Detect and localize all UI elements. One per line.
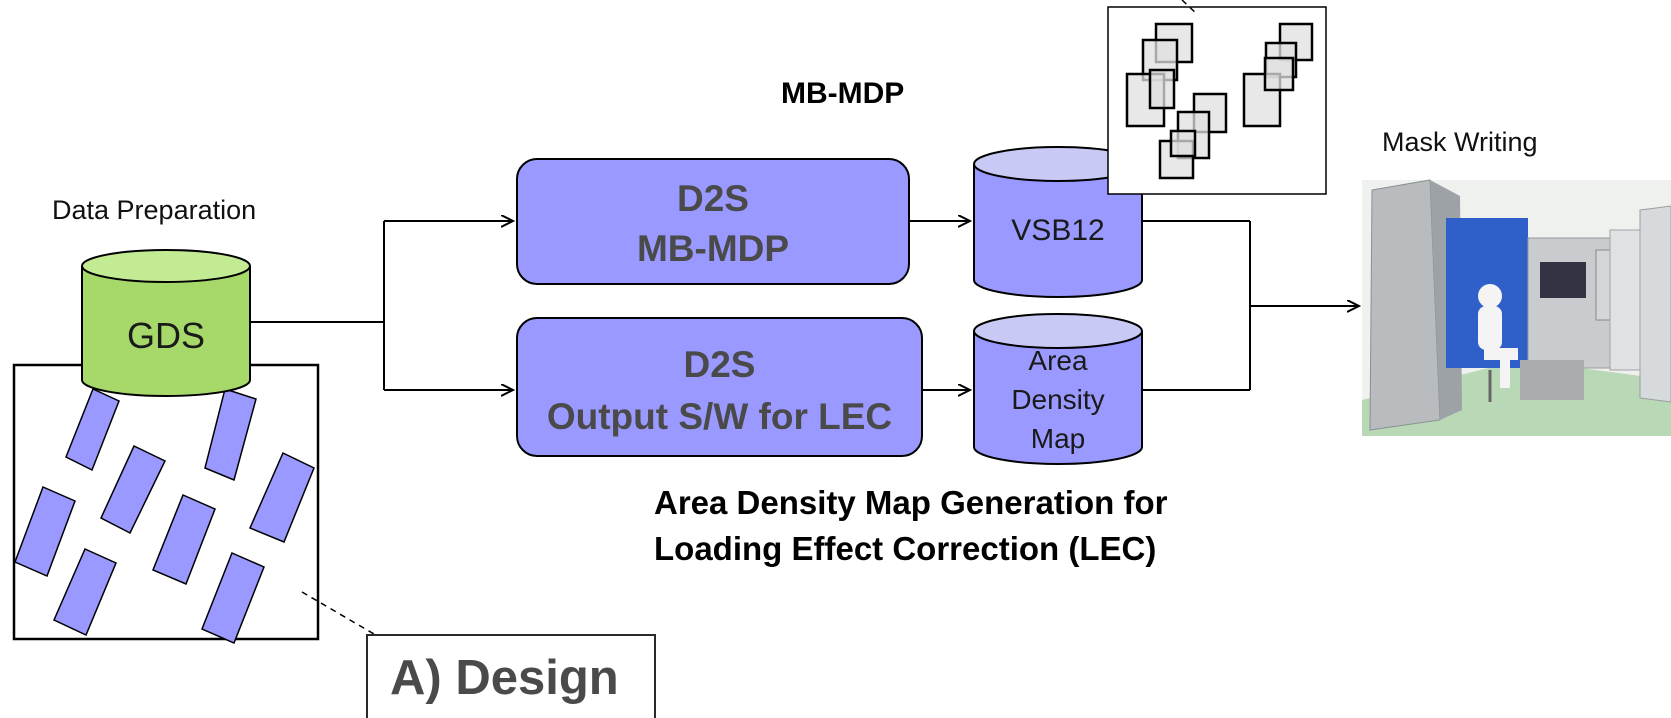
- design-label: A) Design: [366, 634, 656, 718]
- process-box-lec: [516, 317, 923, 457]
- pattern-rect: [65, 387, 120, 472]
- pattern-rect: [249, 451, 315, 543]
- mb-mdp-title: MB-MDP: [781, 77, 905, 110]
- box-bottom-line2: Output S/W for LEC: [546, 396, 893, 437]
- design-leader-line: [301, 591, 375, 635]
- design-pattern-shapes: [14, 387, 315, 644]
- density-label-line3: Map: [1030, 423, 1086, 454]
- density-cylinder: [973, 313, 1143, 465]
- box-bottom-line1: D2S: [683, 344, 756, 385]
- pattern-rect: [14, 485, 76, 578]
- gds-label: GDS: [126, 315, 205, 356]
- connector-lines: [250, 221, 1359, 390]
- vsb-shot-pattern: [1107, 0, 1327, 195]
- caption-line2: Loading Effect Correction (LEC): [654, 530, 1157, 567]
- box-top-line1: D2S: [677, 178, 749, 219]
- density-label-line2: Density: [1011, 384, 1105, 415]
- box-top-line2: MB-MDP: [636, 228, 790, 269]
- mask-writing-label: Mask Writing: [1382, 127, 1538, 157]
- gds-cylinder: [81, 249, 251, 397]
- pattern-rect: [201, 552, 265, 644]
- vsb12-cylinder: [973, 146, 1143, 298]
- vsb12-label: VSB12: [1011, 214, 1105, 247]
- pattern-rect: [53, 548, 117, 637]
- pattern-rect: [152, 494, 216, 585]
- pattern-rect: [204, 388, 257, 482]
- pattern-rect: [100, 444, 167, 535]
- caption-line1: Area Density Map Generation for: [654, 484, 1168, 521]
- data-preparation-label: Data Preparation: [52, 195, 257, 225]
- density-label-line1: Area: [1028, 345, 1088, 376]
- process-box-mb-mdp: [516, 158, 910, 285]
- mask-writer-photo: [1362, 179, 1671, 436]
